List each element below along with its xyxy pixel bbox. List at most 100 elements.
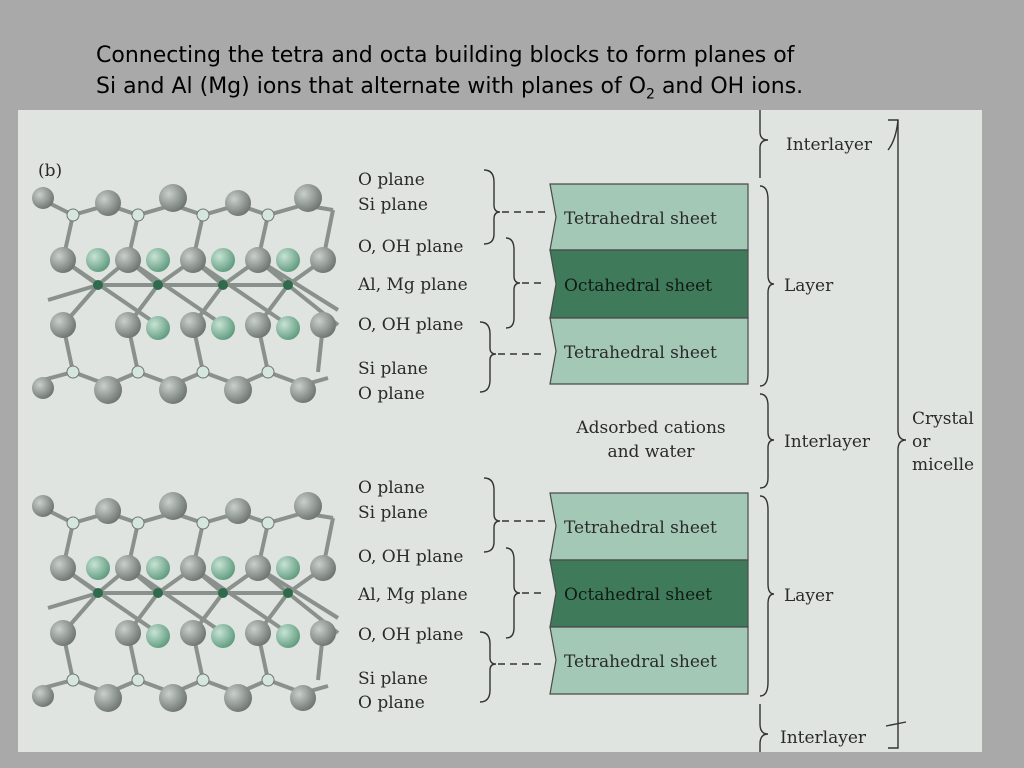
label-o-plane-lower: O plane: [358, 693, 425, 713]
clay-structure-figure: (b): [18, 110, 982, 752]
oxygen-atom: [224, 684, 252, 712]
silicon-atoms-top: [66, 208, 275, 222]
title-line-2: Si and Al (Mg) ions that alternate with …: [96, 71, 976, 110]
upper-molecular-layer: [32, 184, 340, 404]
oxygen-atom: [310, 620, 336, 646]
slide-title: Connecting the tetra and octa building b…: [96, 40, 976, 110]
layer-label-lower: Layer: [784, 586, 834, 606]
silicon-atom: [261, 673, 275, 687]
figure-label: (b): [38, 161, 62, 181]
oxygen-atom: [50, 312, 76, 338]
oxygen-atom: [180, 247, 206, 273]
tetrahedral-sheet-bottom: [549, 626, 749, 695]
silicon-atom: [131, 516, 145, 530]
oxygen-atom: [115, 555, 141, 581]
octahedral-cation: [283, 588, 293, 598]
silicon-atom: [196, 208, 210, 222]
silicon-atom: [66, 365, 80, 379]
silicon-atom: [66, 516, 80, 530]
oxygen-atom: [94, 376, 122, 404]
oxygen-atom: [159, 376, 187, 404]
cation-atoms-upper: [86, 248, 300, 340]
silicon-atom: [261, 365, 275, 379]
cation-atom: [276, 624, 300, 648]
oxygen-atom: [115, 247, 141, 273]
oxygen-atom: [225, 498, 251, 524]
crystal-label-line3: micelle: [912, 455, 974, 475]
label-al-mg-plane: Al, Mg plane: [357, 585, 468, 605]
lower-sheet-stack: Tetrahedral sheet Octahedral sheet Tetra…: [549, 492, 749, 695]
octahedral-sheet-label: Octahedral sheet: [564, 585, 712, 605]
interlayer-label-top: Interlayer: [786, 135, 873, 155]
label-si-plane-lower: Si plane: [358, 359, 428, 379]
label-si-plane: Si plane: [358, 503, 428, 523]
interlayer-label-bottom: Interlayer: [780, 728, 867, 748]
silicon-atom: [66, 208, 80, 222]
silicon-atom: [196, 365, 210, 379]
oxygen-atoms-lower: [32, 312, 336, 404]
oxygen-atom: [310, 312, 336, 338]
oxygen-atom: [245, 620, 271, 646]
octahedral-cation: [93, 280, 103, 290]
oxygen-atom: [50, 247, 76, 273]
oxygen-atom: [245, 247, 271, 273]
lower-plane-labels: O plane Si plane O, OH plane Al, Mg plan…: [357, 478, 468, 713]
oxygen-atom: [50, 555, 76, 581]
oxygen-atom: [180, 555, 206, 581]
oxygen-atom: [159, 684, 187, 712]
oxygen-atom: [115, 620, 141, 646]
oxygen-atom: [115, 312, 141, 338]
label-o-oh-plane: O, OH plane: [358, 547, 463, 567]
oxygen-atom: [32, 377, 54, 399]
octahedral-cation: [153, 588, 163, 598]
oxygen-atom: [159, 492, 187, 520]
crystal-label: Crystal or micelle: [912, 409, 974, 475]
tetrahedral-sheet-label: Tetrahedral sheet: [564, 343, 717, 363]
plane-braces: [479, 169, 521, 703]
label-si-plane-lower: Si plane: [358, 669, 428, 689]
title-line-2-text: Si and Al (Mg) ions that alternate with …: [96, 74, 647, 99]
oxygen-atoms-mid: [50, 247, 336, 273]
tetrahedral-sheet-bottom: [549, 317, 749, 385]
dashed-connectors: [498, 211, 546, 665]
oxygen-atom: [159, 184, 187, 212]
cation-atom: [146, 316, 170, 340]
label-si-plane: Si plane: [358, 195, 428, 215]
oxygen-atom: [245, 555, 271, 581]
cation-atom: [276, 556, 300, 580]
silicon-atom: [131, 673, 145, 687]
oxygen-atom: [32, 685, 54, 707]
octahedral-cation: [218, 588, 228, 598]
crystal-label-line1: Crystal: [912, 409, 974, 429]
oxygen-atom: [95, 190, 121, 216]
cation-atom: [86, 556, 110, 580]
label-o-plane-lower: O plane: [358, 384, 425, 404]
oxygen-atom: [310, 247, 336, 273]
silicon-atom: [261, 516, 275, 530]
label-o-oh-plane-lower: O, OH plane: [358, 625, 463, 645]
silicon-atom: [131, 365, 145, 379]
silicon-atom: [66, 673, 80, 687]
upper-sheet-stack: Tetrahedral sheet Octahedral sheet Tetra…: [549, 183, 749, 385]
octahedral-sheet-label: Octahedral sheet: [564, 276, 712, 296]
oxygen-atom: [94, 684, 122, 712]
cation-atom: [146, 556, 170, 580]
group-labels: Interlayer Layer Interlayer Layer Interl…: [780, 135, 873, 748]
cation-atom: [211, 624, 235, 648]
label-o-oh-plane: O, OH plane: [358, 237, 463, 257]
cation-atom: [276, 248, 300, 272]
figure-svg: (b): [32, 110, 974, 752]
cation-atom: [146, 624, 170, 648]
silicon-atom: [261, 208, 275, 222]
silicon-atom: [131, 208, 145, 222]
group-braces: [759, 110, 907, 752]
title-subscript: 2: [646, 86, 655, 103]
cation-atom: [86, 248, 110, 272]
label-o-plane: O plane: [358, 170, 425, 190]
oxygen-atom: [32, 495, 54, 517]
tetrahedral-sheet-label: Tetrahedral sheet: [564, 652, 717, 672]
oxygen-atom: [294, 184, 322, 212]
cation-atom: [211, 248, 235, 272]
oxygen-atom: [180, 620, 206, 646]
octahedral-cation: [153, 280, 163, 290]
